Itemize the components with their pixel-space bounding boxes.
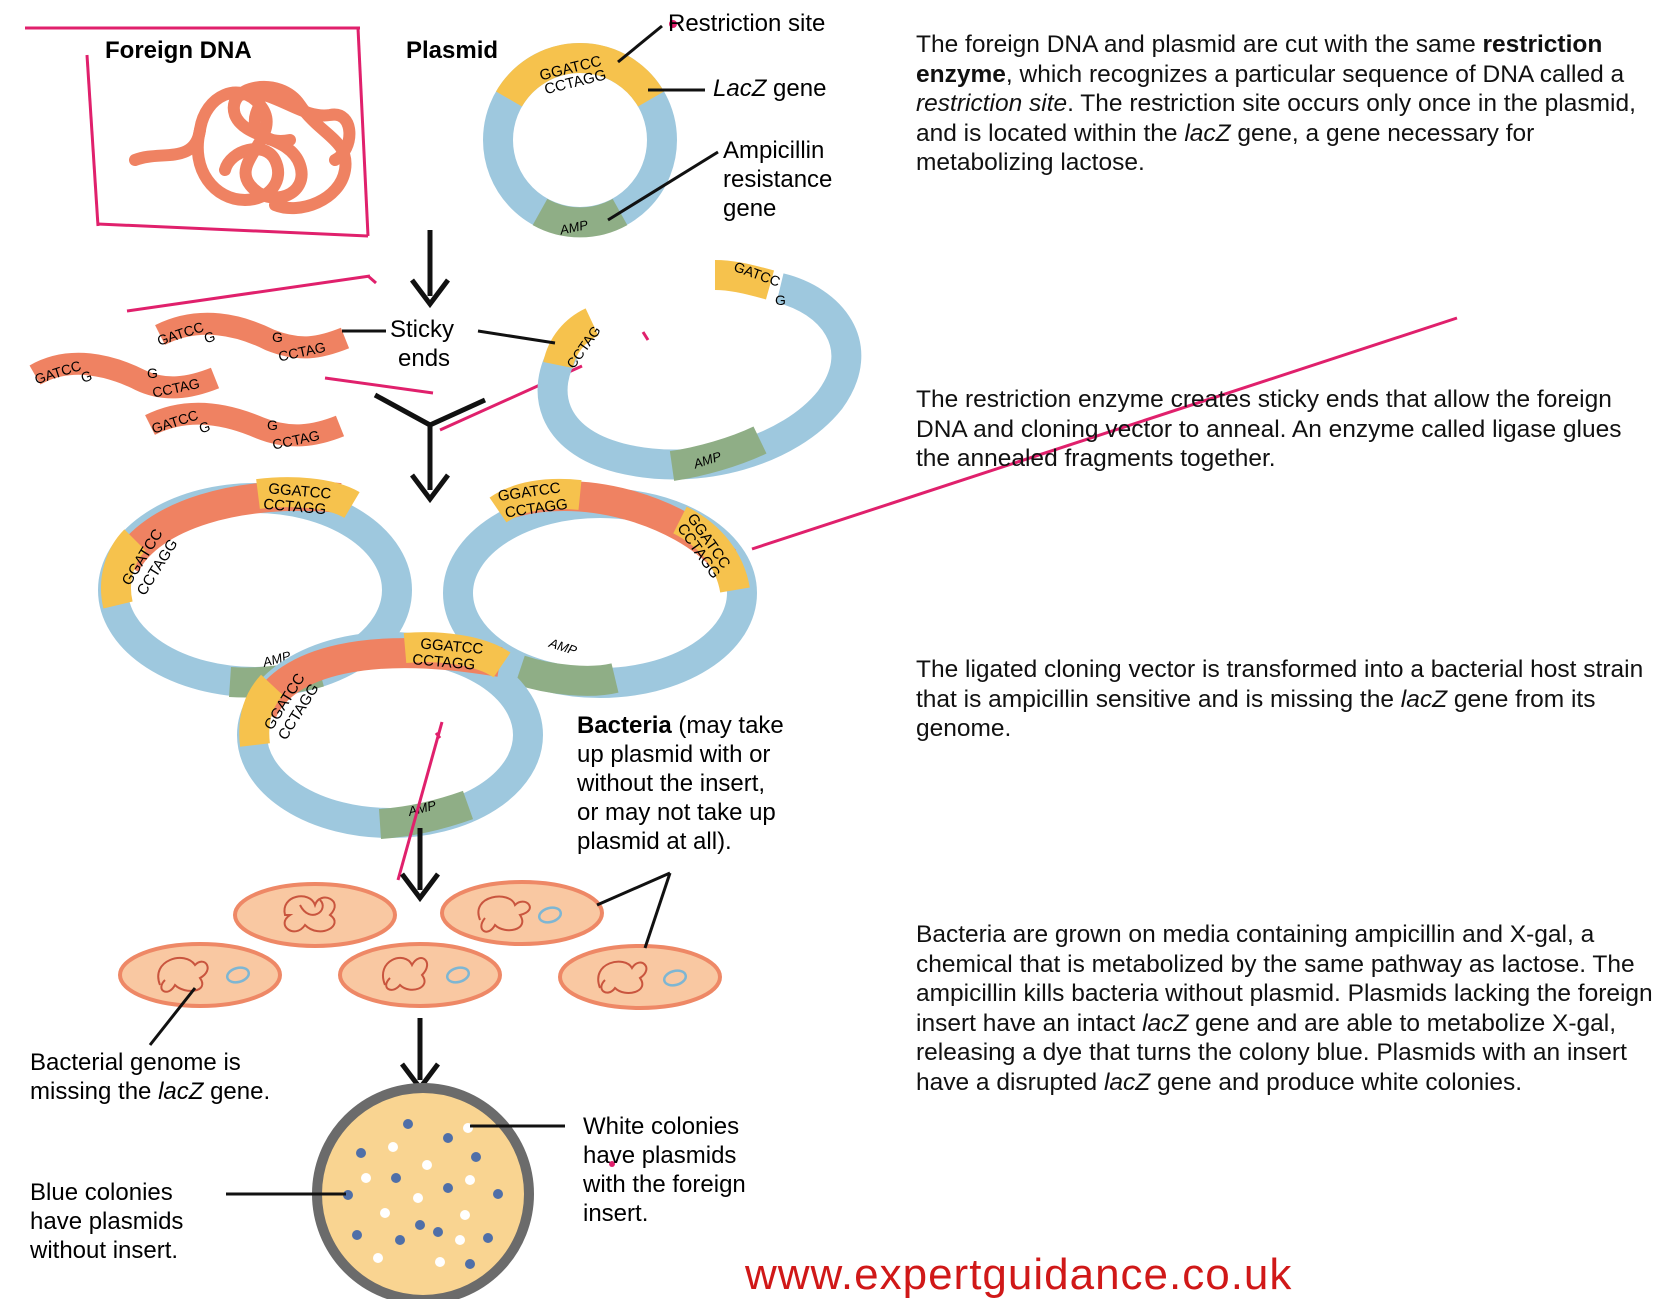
- step2-pink-annotations: [126, 274, 1458, 551]
- svg-text:GGATCC: GGATCC: [420, 635, 484, 657]
- bacteria-label-3: without the insert,: [576, 770, 765, 797]
- white-colonies-label-4: insert.: [583, 1200, 648, 1227]
- foreign-dna-tangle: [129, 80, 356, 215]
- step4-description: Bacteria are grown on media containing a…: [916, 921, 1653, 1096]
- petri-plate: [312, 1083, 534, 1299]
- lacz-gene-label: LacZ gene: [713, 75, 826, 102]
- svg-text:CCTAGG: CCTAGG: [412, 651, 476, 673]
- step3-description: The ligated cloning vector is transforme…: [916, 656, 1644, 742]
- arrow-step-3: [400, 828, 440, 903]
- ampicillin-label-3: gene: [723, 195, 776, 222]
- foreign-dna-fragment-1: GATCC G G CCTAG: [155, 312, 350, 364]
- plasmid-amp-label: AMP: [558, 217, 590, 238]
- arrow-step-1-head: [410, 278, 450, 309]
- bacterial-cell-with-plasmid-1: [440, 880, 604, 946]
- foreign-dna-label: Foreign DNA: [105, 37, 252, 64]
- bacterial-cell-with-plasmid-3: [338, 942, 502, 1008]
- white-colonies-label-3: with the foreign: [582, 1171, 746, 1198]
- step2-description: The restriction enzyme creates sticky en…: [916, 386, 1622, 472]
- step1-description: The foreign DNA and plasmid are cut with…: [916, 31, 1636, 176]
- recombinant-plasmid-bottom: GGATCC CCTAGG GGATCC CCTAGG AMP: [237, 632, 543, 839]
- bacterial-cell-with-plasmid-4: [558, 944, 722, 1010]
- genome-label-1: Bacterial genome is: [30, 1049, 241, 1076]
- intact-plasmid: GGATCC CCTAGG AMP: [483, 43, 677, 238]
- blue-colonies-label-3: without insert.: [29, 1237, 178, 1264]
- pink-dot-restriction-site: [669, 20, 677, 28]
- svg-text:G: G: [272, 329, 283, 345]
- blue-colonies-label-1: Blue colonies: [30, 1179, 173, 1206]
- svg-text:G: G: [202, 328, 217, 347]
- ampicillin-label-1: Ampicillin: [723, 137, 824, 164]
- bacteria-callout-lines: [148, 871, 672, 1046]
- svg-text:G: G: [79, 367, 94, 386]
- sticky-ends-label-1: Sticky: [390, 316, 454, 343]
- restriction-site-label: Restriction site: [668, 10, 825, 37]
- svg-text:G: G: [775, 292, 786, 308]
- pink-dot-white-colonies: [609, 1161, 615, 1167]
- svg-text:AMP: AMP: [406, 797, 438, 819]
- cut-plasmid: CCTAG GATCC G AMP: [537, 258, 862, 481]
- svg-text:GGATCC: GGATCC: [268, 480, 332, 502]
- foreign-dna-annotation-box: [25, 26, 370, 238]
- foreign-dna-fragment-3: GATCC G G CCTAG: [145, 402, 345, 453]
- svg-text:G: G: [147, 365, 158, 381]
- bacterial-cell-with-plasmid-2: [118, 942, 282, 1008]
- bacterial-cells: [118, 880, 722, 1010]
- white-colonies-label-2: have plasmids: [583, 1142, 736, 1169]
- bacteria-label-2: up plasmid with or: [577, 741, 770, 768]
- arrow-step-2: [373, 392, 487, 504]
- svg-text:CCTAGG: CCTAGG: [263, 496, 327, 518]
- step3-pink-annotation: [396, 721, 444, 881]
- genome-label-2: missing the lacZ gene.: [30, 1078, 270, 1105]
- bacterial-cell-no-plasmid: [233, 882, 397, 948]
- svg-text:G: G: [197, 418, 212, 437]
- sticky-ends-label-2: ends: [398, 345, 450, 372]
- ampicillin-label-2: resistance: [723, 166, 832, 193]
- svg-text:AMP: AMP: [546, 635, 579, 658]
- blue-colonies-label-2: have plasmids: [30, 1208, 183, 1235]
- foreign-dna-fragment-2: GATCC G G CCTAG: [29, 352, 220, 401]
- arrow-step-4: [400, 1018, 440, 1093]
- svg-text:G: G: [267, 417, 278, 433]
- bacteria-label-5: plasmid at all).: [577, 828, 732, 855]
- bacteria-label-1: Bacteria (may take: [577, 712, 784, 739]
- bacteria-label-4: or may not take up: [577, 799, 776, 826]
- plasmid-callout-lines: [607, 24, 719, 222]
- white-colonies-label-1: White colonies: [583, 1113, 739, 1140]
- watermark-url: www.expertguidance.co.uk: [745, 1250, 1293, 1299]
- sticky-ends-callout-lines: [342, 329, 556, 345]
- recombinant-plasmid-right: GGATCC CCTAGG GGATCC CCTAGG AMP: [443, 478, 757, 698]
- plasmid-label: Plasmid: [406, 37, 498, 64]
- plate-callout-lines: [226, 1124, 565, 1196]
